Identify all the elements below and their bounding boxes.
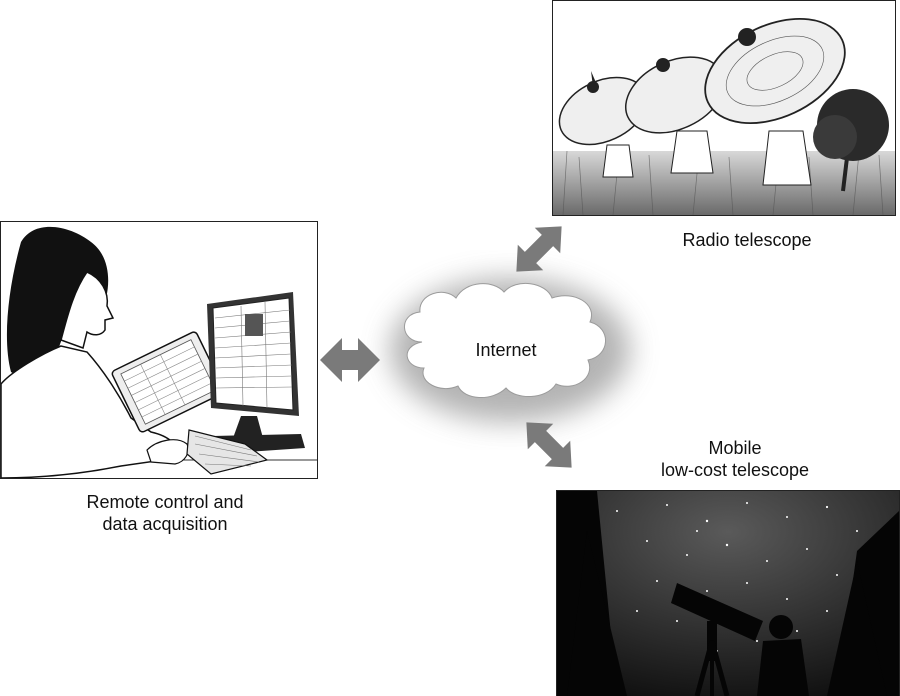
radio-dish-icon — [624, 56, 726, 174]
mobile-telescope-label: Mobile low-cost telescope — [660, 438, 810, 480]
tree-silhouettes — [557, 491, 899, 696]
mobile-telescope-illustration — [556, 490, 900, 696]
remote-control-label: Remote control and data acquisition — [86, 492, 244, 534]
person-hair — [6, 226, 109, 379]
tree — [813, 89, 889, 192]
stars — [616, 502, 858, 652]
cloud-icon — [404, 282, 606, 398]
computer-monitor-icon — [207, 292, 305, 454]
double-arrow-icon — [516, 226, 562, 272]
radio-telescope-illustration — [552, 0, 896, 216]
person-silhouette — [757, 615, 809, 696]
internet-cloud — [390, 278, 630, 422]
double-arrow-icon — [526, 422, 572, 468]
person-body — [1, 345, 179, 478]
radio-dish-icon — [558, 71, 648, 178]
radio-dish-icon — [704, 17, 846, 186]
telescope-icon — [671, 583, 763, 696]
tablet-icon — [111, 331, 225, 433]
internet-label: Internet — [475, 340, 537, 360]
remote-control-illustration — [0, 221, 318, 479]
radio-telescope-label: Radio telescope — [682, 230, 812, 250]
keyboard-icon — [186, 429, 269, 475]
double-arrow-icon — [320, 338, 380, 382]
